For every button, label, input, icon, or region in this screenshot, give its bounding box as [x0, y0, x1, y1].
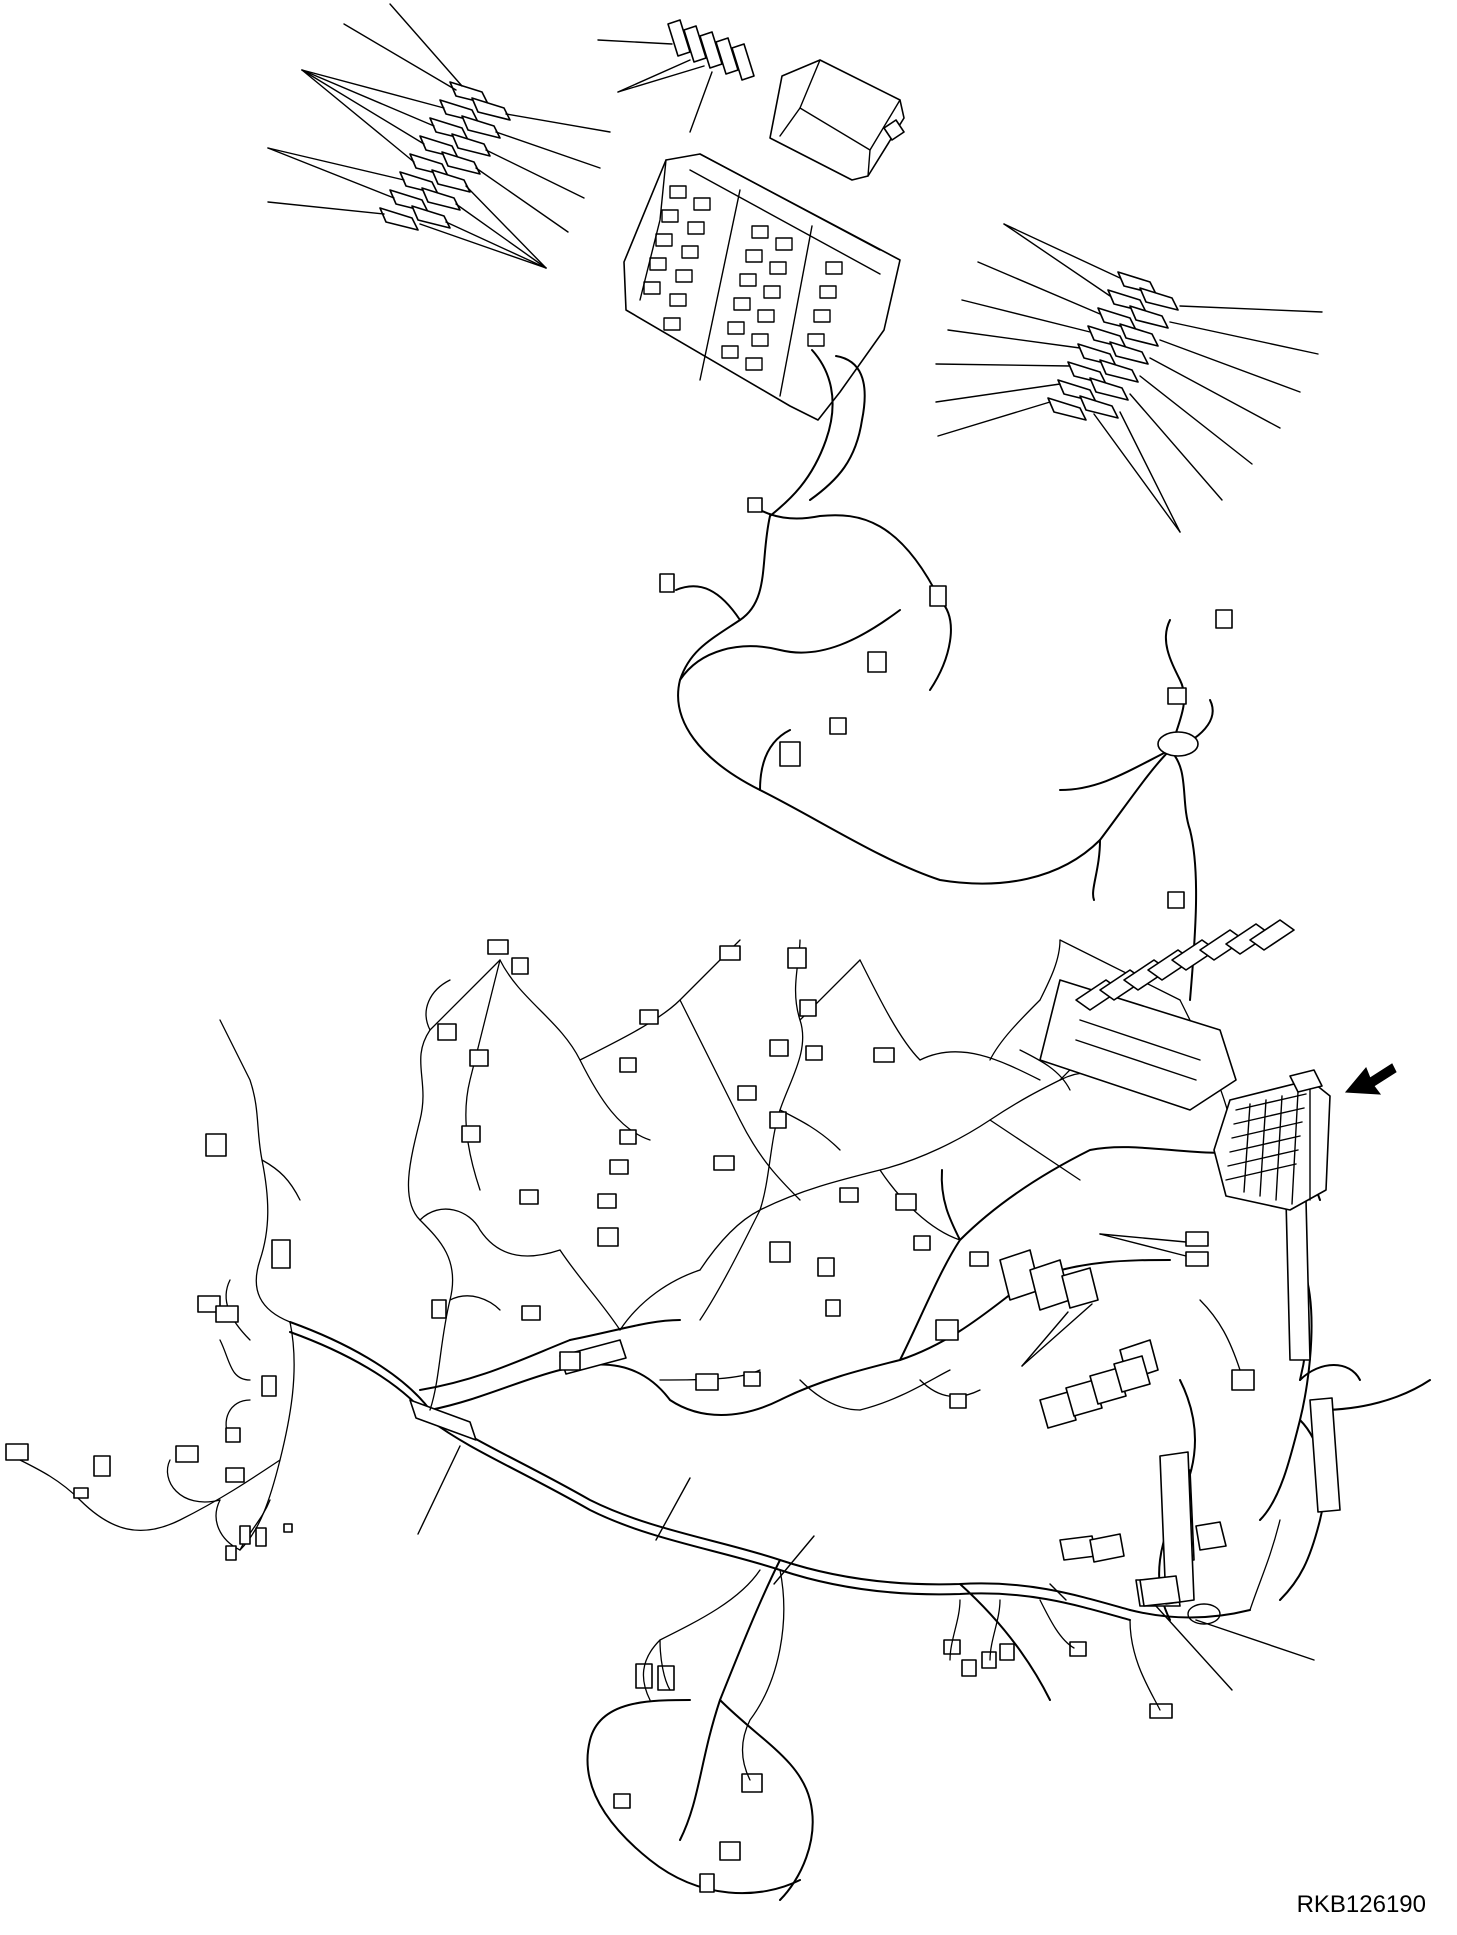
right-fuse-panel: [1213, 1069, 1331, 1211]
fuse-terminal-group-right: [935, 223, 1323, 533]
left-branch-connectors: [5, 1133, 293, 1561]
upper-harness: [675, 509, 1214, 1001]
center-connectors: [695, 947, 989, 1409]
drawing-code-label: RKB126190: [1297, 1891, 1426, 1918]
fuse-relay-block: [623, 153, 901, 421]
upper-harness-connectors: [659, 497, 1233, 909]
main-harness: [289, 1146, 1431, 1901]
fuse-box-cover: [769, 59, 905, 181]
right-relay-cluster: [989, 919, 1295, 1121]
lower-right-cluster: [1049, 1451, 1315, 1691]
location-arrow-icon: [1344, 1063, 1397, 1095]
lower-harness-connectors: [613, 1639, 1173, 1893]
relay-group-center-right: [999, 1231, 1255, 1429]
fuse-terminal-group-left: [267, 3, 611, 269]
center-left-harness: [407, 939, 801, 1411]
center-left-connectors: [431, 939, 757, 1371]
harness-trunk-upper: [809, 355, 866, 501]
center-harness: [659, 939, 1121, 1411]
lower-wires: [642, 1299, 1281, 1781]
mini-fuse-strip: [597, 19, 755, 133]
left-branch-harness: [19, 1019, 301, 1551]
leader-lines-main: [417, 1445, 815, 1585]
